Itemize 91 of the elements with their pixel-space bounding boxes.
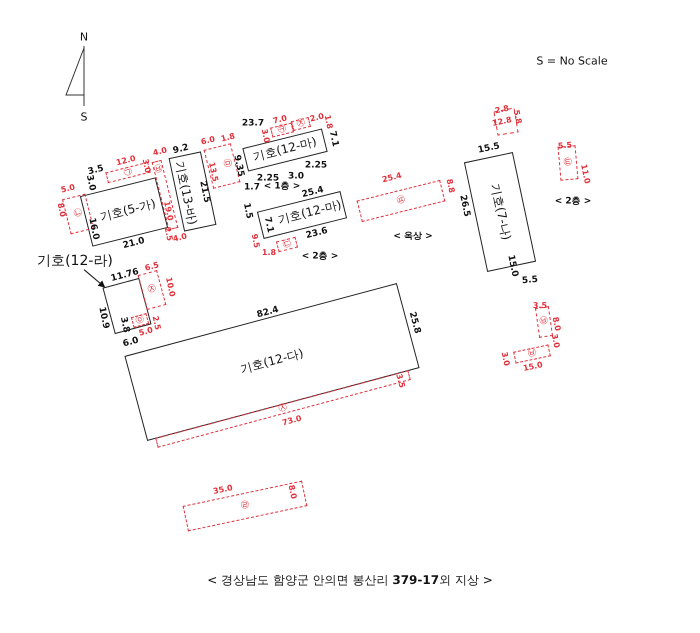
dashed-area-outline (130, 312, 150, 328)
dimension-label: < 옥상 > (393, 232, 433, 242)
dimension-label: 10.9 (96, 306, 110, 330)
dimension-label: 8.8 (444, 178, 456, 194)
dimension-label: 5.5 (522, 276, 538, 286)
dimension-label: 3.8 (118, 316, 130, 334)
area-symbol: ㉣ (240, 500, 250, 512)
dimension-label: 15.0 (522, 361, 544, 373)
dimension-label: 26.5 (457, 194, 471, 218)
dimension-label: 8.0 (56, 202, 66, 218)
dimension-label: 1.8 (262, 249, 276, 257)
dimension-label: 3.0 (550, 333, 560, 349)
dimension-label: 11.0 (579, 164, 591, 184)
dimension-label: 25.4 (381, 172, 403, 184)
dimension-label: 8.0 (286, 484, 298, 500)
dashed-area-outline (270, 122, 294, 138)
dimension-label: 4.0 (152, 146, 168, 158)
dashed-area-outline (138, 270, 166, 310)
area-symbol: ㉥ (538, 316, 550, 328)
area-symbol: ㉡ (72, 208, 84, 220)
dimension-label: < 2층 > (554, 198, 592, 206)
dimension-label: 2.25 (304, 162, 328, 170)
dimension-label: 23.6 (305, 226, 329, 242)
dimension-label: 5.0 (138, 326, 154, 338)
area-symbol: ㉪ (276, 124, 288, 136)
dimension-label: 2.5 (162, 226, 174, 242)
dimension-label: 13.5 (207, 162, 219, 182)
area-symbol: ㉥ (526, 348, 538, 360)
area-symbol: ㉧ (134, 314, 146, 326)
dimension-label: 7.1 (326, 130, 340, 148)
dimension-label: 1.5 (240, 202, 254, 220)
dimension-label: 73.0 (281, 414, 303, 428)
leader-arrow (84, 269, 106, 288)
dimension-label: 3.0 (500, 351, 510, 367)
dimension-label: 21.5 (197, 180, 211, 204)
area-symbol: ㉤ (222, 158, 234, 170)
dimension-label: 9.35 (231, 154, 245, 178)
dimension-label: 3.5 (532, 302, 548, 310)
dimension-label: 7.1 (262, 216, 274, 234)
dimension-label: 6.5 (144, 261, 160, 273)
dimension-label: 12.8 (492, 116, 512, 128)
area-symbol: ㉠ (122, 166, 134, 178)
area-symbol: ㉦ (277, 403, 289, 415)
dimension-label: 19.0 (162, 200, 174, 222)
area-symbol: ㉥ (153, 164, 164, 176)
dimension-label: 35.0 (212, 484, 234, 496)
compass-letter: N (80, 32, 88, 42)
area-symbol: ㉬ (395, 195, 407, 207)
dimension-label: 1.7 (244, 184, 260, 192)
dimension-label: 25.8 (406, 311, 422, 335)
dimension-label: 5.5 (558, 141, 572, 151)
dimension-label: 7.0 (272, 114, 288, 126)
area-symbol: ㉩ (295, 118, 307, 130)
dimension-label: 12.0 (115, 154, 137, 168)
dimension-label: 21.0 (122, 236, 146, 252)
dimension-label: 1.8 (220, 132, 236, 144)
dimension-label: 10.0 (164, 276, 176, 298)
dimension-label: 82.4 (256, 306, 280, 320)
dimension-label: 4.0 (172, 232, 188, 244)
area-symbol: ㉨ (146, 284, 158, 296)
dimension-label: < 2층 > (302, 252, 338, 262)
caption: < 경상남도 함양군 안의면 봉산리 379-17외 지상 > (207, 573, 493, 587)
dimension-label: 2.25 (256, 174, 280, 184)
dimension-label: 23.7 (242, 120, 264, 128)
dimension-label: 9.5 (250, 233, 260, 249)
dimension-label: 6.0 (122, 336, 140, 350)
dimension-label: 3.0 (84, 174, 96, 192)
area-symbol: ㉢ (281, 238, 293, 250)
dimension-label: 25.4 (301, 186, 325, 200)
dimension-label: 2.0 (309, 112, 325, 124)
dimension-label: 5.0 (60, 183, 76, 195)
area-symbol: ㉫ (563, 158, 573, 168)
dimension-label: 3.5 (394, 373, 406, 389)
dimension-label: 15.0 (505, 254, 519, 278)
dimension-label: 6.0 (200, 135, 216, 147)
dashed-area-outline (291, 116, 311, 132)
dimension-label: 16.0 (86, 217, 100, 241)
dimension-label: < 1층 > (264, 182, 300, 192)
dimension-label: 3.0 (288, 172, 304, 182)
dimension-label: 8.0 (550, 316, 562, 332)
dimension-label: 1.8 (322, 114, 334, 130)
building-label: 기호(12-라) (37, 254, 113, 270)
dimension-label: 11.76 (110, 268, 140, 284)
dimension-label: 15.5 (477, 142, 501, 156)
dashed-area-outline (182, 480, 308, 532)
dimension-label: 2.8 (494, 104, 510, 116)
note-text: S = No Scale (536, 56, 608, 66)
dashed-area-outline (276, 236, 298, 252)
dimension-label: 9.2 (172, 144, 190, 156)
compass-letter: S (80, 112, 88, 122)
dimension-label: 5.8 (512, 109, 522, 125)
